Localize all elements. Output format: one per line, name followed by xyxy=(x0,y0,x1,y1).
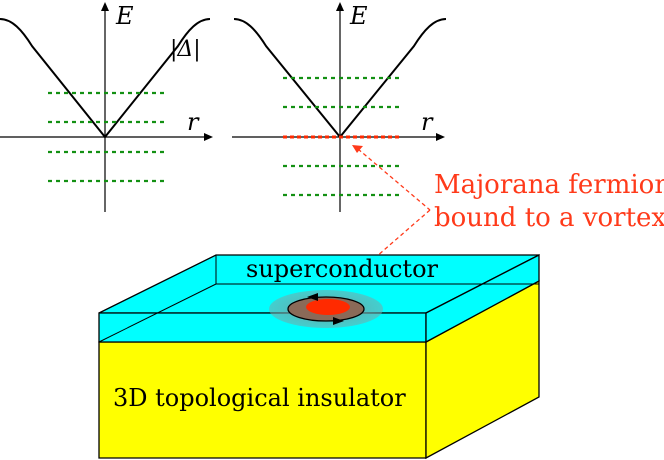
superconductor-label: superconductor xyxy=(246,255,439,283)
right-energy-axis-label: E xyxy=(349,2,368,30)
right-energy-axis-arrow xyxy=(336,2,344,11)
left-bound-levels xyxy=(48,91,165,183)
heterostructure-slab: superconductor 3D topological insulator xyxy=(98,253,540,460)
circulation-arrow-lower xyxy=(333,317,344,325)
left-gap-curve xyxy=(0,18,211,139)
right-radius-axis-label: r xyxy=(421,108,434,136)
majorana-annotation: Majorana fermion bound to a vortex xyxy=(337,145,664,291)
annotation-pointer-upper xyxy=(357,148,431,211)
insulator-label: 3D topological insulator xyxy=(113,384,406,412)
left-energy-axis-label: E xyxy=(115,2,134,30)
superconductor-side-face xyxy=(425,253,540,344)
left-energy-axis-arrow xyxy=(101,2,109,11)
gap-label: |Δ| xyxy=(170,37,201,62)
left-radius-axis-arrow xyxy=(204,133,213,141)
annotation-line-1: Majorana fermion xyxy=(434,170,664,200)
annotation-line-2: bound to a vortex xyxy=(434,203,664,233)
left-radius-axis-label: r xyxy=(187,108,200,136)
hidden-edge xyxy=(98,283,217,343)
right-bound-levels xyxy=(283,76,400,197)
annotation-arrowhead xyxy=(352,145,363,153)
circulation-arrow-upper xyxy=(307,293,318,301)
right-energy-panel: E r xyxy=(232,2,447,212)
left-energy-panel: E r |Δ| xyxy=(0,2,213,212)
right-radius-axis-arrow xyxy=(436,133,445,141)
vortex xyxy=(269,290,383,328)
majorana-core xyxy=(306,299,350,315)
